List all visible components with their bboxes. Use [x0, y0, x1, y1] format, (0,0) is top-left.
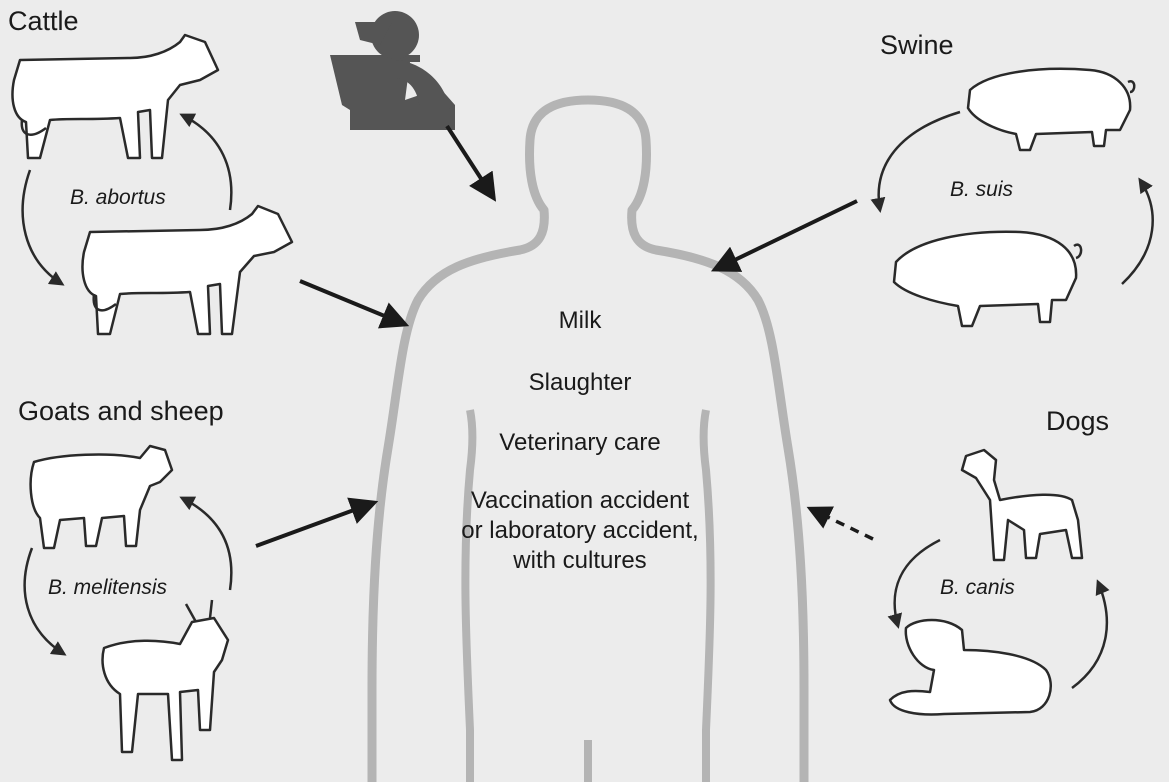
- dog-icon: [890, 620, 1051, 714]
- cow-icon: [83, 206, 293, 334]
- pig-icon: [968, 69, 1134, 150]
- human-right-arm-line: [704, 410, 711, 782]
- route-vaccination-laboratory-accident: Vaccination accident or laboratory accid…: [330, 486, 830, 576]
- route-veterinary-care: Veterinary care: [330, 428, 830, 458]
- cattle-cycle-arrow-up: [182, 115, 231, 210]
- goat-icon: [103, 600, 228, 760]
- goats-sheep-species-label: B. melitensis: [48, 576, 167, 600]
- dogs-species-label: B. canis: [940, 576, 1015, 600]
- cow-icon: [13, 35, 219, 158]
- dogs-cycle-arrow-up: [1072, 582, 1107, 688]
- route-milk: Milk: [330, 306, 830, 336]
- lab-worker-icon: [330, 11, 455, 130]
- arrow-swine-to-human: [716, 201, 857, 269]
- goats-sheep-label: Goats and sheep: [18, 396, 224, 427]
- goats-sheep-cycle-arrow-down: [25, 548, 64, 654]
- human-left-arm-line: [465, 410, 472, 782]
- pig-icon: [894, 232, 1081, 326]
- cattle-cycle-arrow-down: [23, 170, 62, 284]
- dogs-label: Dogs: [1046, 406, 1109, 437]
- cattle-label: Cattle: [8, 6, 79, 37]
- swine-label: Swine: [880, 30, 954, 61]
- dog-icon: [962, 450, 1082, 560]
- sheep-icon: [31, 446, 172, 548]
- arrow-lab-worker-to-human: [447, 126, 493, 197]
- dogs-cycle-arrow-down: [895, 540, 940, 626]
- swine-species-label: B. suis: [950, 178, 1013, 202]
- goats-sheep-cycle-arrow-up: [182, 498, 231, 590]
- route-slaughter: Slaughter: [330, 368, 830, 398]
- swine-cycle-arrow-down: [879, 112, 960, 210]
- cattle-species-label: B. abortus: [70, 186, 166, 210]
- swine-cycle-arrow-up: [1122, 180, 1153, 284]
